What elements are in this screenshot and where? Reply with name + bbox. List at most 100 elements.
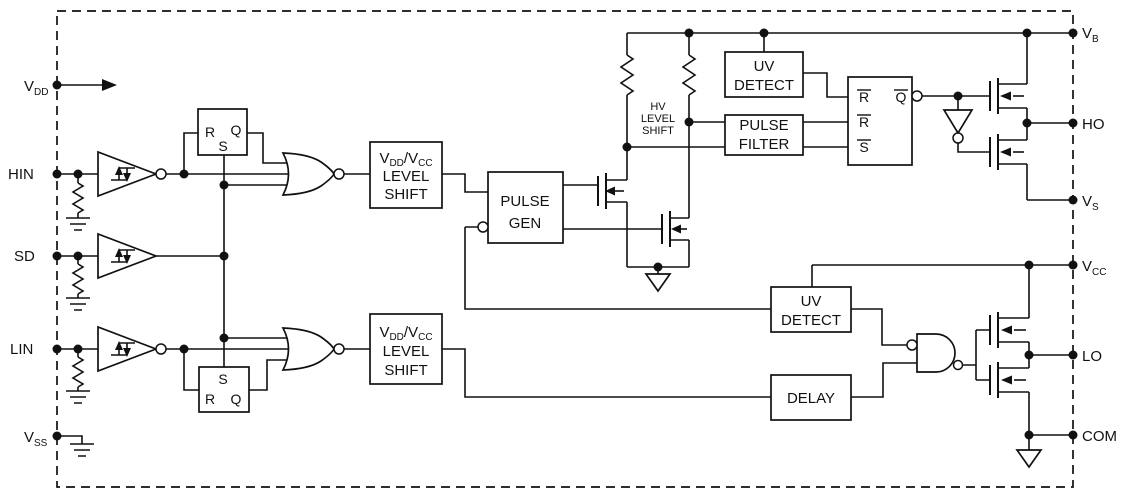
lo-nand-gate (906, 333, 964, 373)
lo-pulldown-mosfet (989, 362, 1026, 398)
latch-qbar-label: Q (896, 89, 907, 105)
latch-sbar-label: S (859, 139, 868, 155)
svg-text:LEVEL: LEVEL (641, 113, 675, 125)
latch-q-label: Q (231, 122, 242, 138)
level-shift-label: SHIFT (384, 362, 427, 379)
pin-vdd: VDD (24, 78, 48, 98)
delay-label: DELAY (787, 390, 835, 407)
latch-s-label: S (218, 138, 227, 154)
vcc-text: /V (404, 150, 418, 167)
pulse-filter-block: PULSE FILTER (724, 114, 804, 156)
latch-rbar-label: R (859, 114, 869, 130)
ic-boundary (56, 10, 1074, 488)
hysteresis-icon (111, 167, 135, 181)
vdd-text: V (379, 150, 389, 167)
vcc-sub: CC (418, 332, 432, 343)
latch-s-label: S (218, 371, 227, 387)
inverter-bubble-icon (952, 359, 964, 371)
latch-rbar-label: R (859, 89, 869, 105)
pin-vb: VB (1082, 25, 1099, 45)
inverter-bubble-icon (333, 168, 345, 180)
mosfet-arrow-icon (1000, 91, 1011, 101)
vdd-sub: DD (389, 332, 403, 343)
uv-detect-label: DETECT (734, 77, 794, 94)
hv-level-shift-mosfet-left (597, 173, 624, 209)
ground-symbol-lin (66, 390, 90, 404)
latch-r-label: R (205, 124, 215, 140)
uv-detect-label: DETECT (781, 312, 841, 329)
wires (57, 32, 1073, 457)
hv-level-shift-mosfet-right (661, 211, 687, 247)
pin-lo: LO (1082, 348, 1102, 365)
pulldown-resistor-lin (71, 356, 85, 388)
ho-inverter (942, 109, 974, 144)
mosfet-arrow-icon (671, 224, 681, 234)
level-shift-block-high: VDD/VCC LEVEL SHIFT (369, 141, 443, 209)
hv-resistor-left (619, 54, 635, 96)
pin-hin: HIN (8, 166, 34, 183)
pin-vs: VS (1082, 193, 1099, 213)
lo-pullup-mosfet (989, 312, 1026, 348)
svg-text:VDD/VCC: VDD/VCC (379, 150, 432, 169)
pulse-filter-label: FILTER (739, 136, 790, 153)
latch-r-label: R (205, 391, 215, 407)
mosfet-arrow-icon (1001, 325, 1012, 335)
ho-pullup-mosfet (989, 78, 1024, 114)
output-latch-high: R R S Q (847, 76, 923, 166)
inverter-bubble-icon (906, 339, 918, 351)
level-shift-label: SHIFT (384, 186, 427, 203)
ho-pulldown-mosfet (989, 134, 1024, 170)
uv-detect-label: UV (754, 58, 775, 75)
pin-com: COM (1082, 428, 1117, 445)
inverter-bubble-icon (952, 132, 964, 144)
com-ground-triangle-icon (1015, 449, 1043, 469)
inverter-bubble-icon (155, 343, 167, 355)
vcc-text: /V (404, 324, 418, 341)
pin-ho: HO (1082, 116, 1105, 133)
pulse-gen-label: GEN (509, 215, 542, 232)
lin-schmitt-buffer (97, 325, 167, 373)
delay-block: DELAY (770, 374, 852, 421)
pulldown-resistor-sd (71, 263, 85, 295)
level-shift-label: LEVEL (383, 168, 430, 185)
hv-level-shift-label: HV LEVEL SHIFT (641, 101, 675, 137)
pin-vcc: VCC (1082, 258, 1106, 278)
pulse-gen-block: PULSE GEN (477, 171, 564, 244)
mosfet-arrow-icon (1001, 375, 1012, 385)
hysteresis-icon (111, 249, 135, 263)
inverter-bubble-icon (333, 343, 345, 355)
vdd-text: V (379, 324, 389, 341)
pin-labels: VDD HIN SD LIN VSS VB HO VS VCC LO COM (8, 25, 1117, 449)
ground-symbol-hin (66, 217, 90, 231)
uv-detect-label: UV (801, 293, 822, 310)
pin-sd: SD (14, 248, 35, 265)
ground-symbol-vss (70, 443, 94, 457)
junction-dots (52, 28, 1078, 441)
level-shift-label: LEVEL (383, 343, 430, 360)
svg-text:HV: HV (650, 101, 666, 113)
uv-detect-block-high: UV DETECT (724, 51, 804, 98)
hv-resistor-right (681, 54, 697, 96)
uv-detect-block-low: UV DETECT (770, 286, 852, 333)
latch-q-label: Q (231, 391, 242, 407)
inverter-bubble-icon (155, 168, 167, 180)
inverter-bubble-icon (911, 90, 923, 102)
input-latch-low: S R Q (198, 366, 250, 413)
hin-schmitt-buffer (97, 150, 167, 198)
hin-nor-gate (281, 152, 345, 196)
input-latch-high: R S Q (197, 108, 248, 156)
vdd-arrow-icon (102, 79, 117, 91)
mosfet-arrow-icon (605, 186, 615, 196)
svg-text:VDD/VCC: VDD/VCC (379, 324, 432, 343)
pulldown-resistor-hin (71, 182, 85, 214)
lin-nor-gate (281, 327, 345, 371)
pin-lin: LIN (10, 341, 33, 358)
vcc-sub: CC (418, 158, 432, 169)
svg-text:SHIFT: SHIFT (642, 125, 674, 137)
ground-symbol-sd (66, 297, 90, 311)
vdd-sub: DD (389, 158, 403, 169)
com-ground-triangle-icon (644, 273, 672, 293)
level-shift-block-low: VDD/VCC LEVEL SHIFT (369, 313, 443, 385)
